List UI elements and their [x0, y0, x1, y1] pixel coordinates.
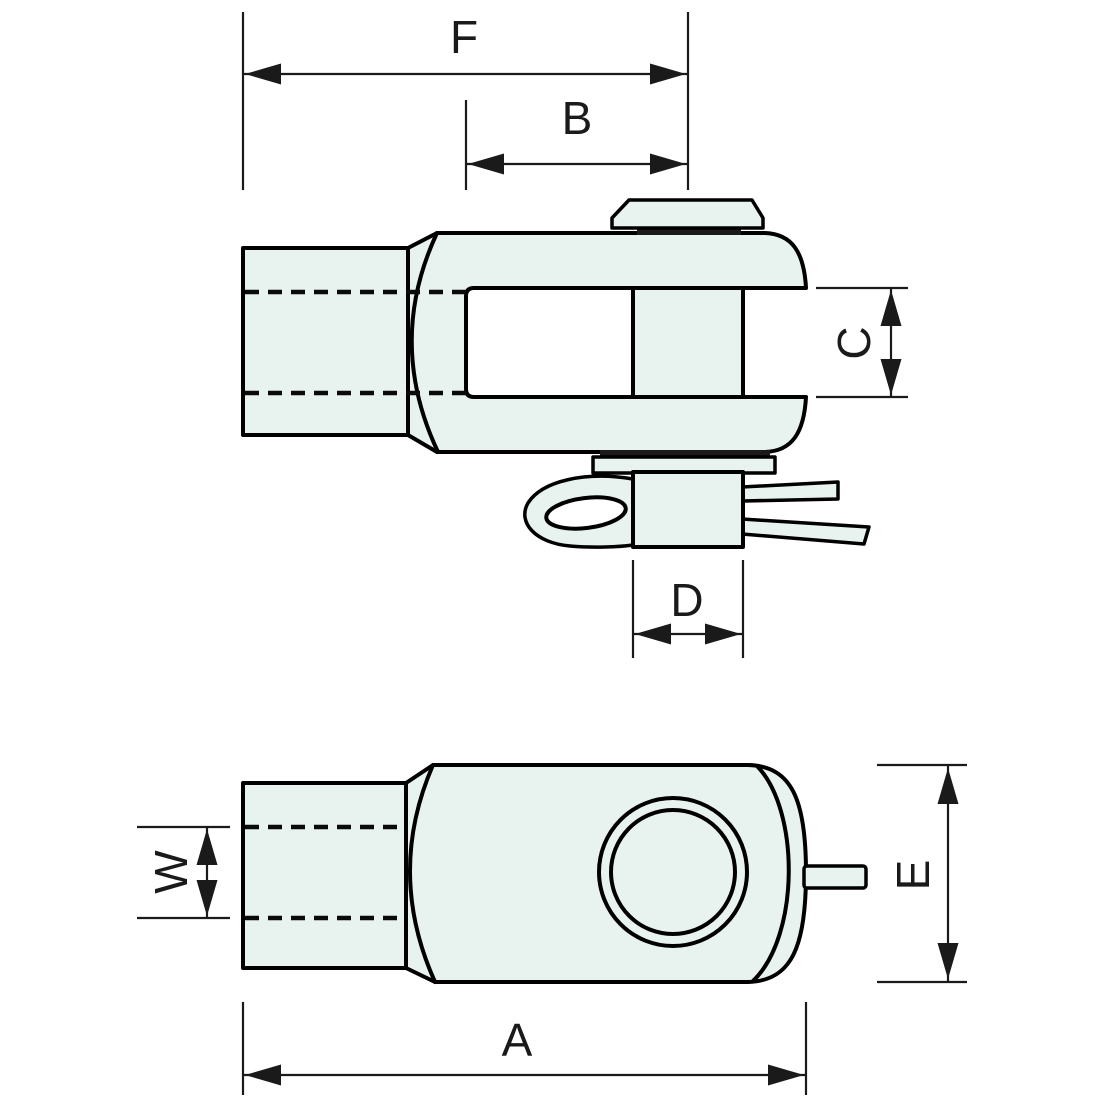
d-arrow-right: [705, 623, 741, 645]
dimensions: F B C D: [137, 11, 967, 1095]
pin-shaft: [631, 286, 745, 399]
c-arrow-top: [880, 290, 902, 326]
shank-plan-view: [241, 781, 408, 970]
e-arrow-bottom: [937, 943, 959, 979]
a-arrow-right: [768, 1064, 804, 1086]
dimension-D: D: [631, 560, 745, 658]
d-arrow-left: [635, 623, 671, 645]
cotter-pin-tip-plan: [802, 864, 868, 890]
plan-right-meridian-arc: [751, 764, 791, 983]
w-arrow-bottom: [196, 880, 218, 916]
dimension-C: C: [816, 286, 908, 399]
f-arrow-left: [245, 63, 281, 85]
washer-shadow: [600, 450, 770, 458]
c-arrow-bottom: [880, 359, 902, 395]
b-arrow-left: [468, 153, 504, 175]
dimension-A: A: [241, 1002, 808, 1095]
plan-left-meridian-arc: [408, 763, 437, 984]
clevis-body-side-view: [406, 231, 808, 454]
pin-lower-end: [631, 470, 745, 549]
dimension-F: F: [241, 11, 690, 190]
dim-label-b: B: [562, 92, 593, 144]
dim-label-f: F: [450, 11, 478, 63]
dim-label-e: E: [887, 860, 939, 891]
dimension-B: B: [464, 92, 688, 190]
cotter-pin-eye-hole: [544, 495, 628, 531]
f-arrow-right: [650, 63, 686, 85]
dimension-E: E: [877, 763, 967, 984]
body-left-meridian-arc: [409, 231, 440, 454]
cotter-pin-leg-upper: [740, 480, 840, 503]
dim-label-c: C: [828, 326, 880, 359]
dim-label-a: A: [502, 1014, 533, 1066]
pin-head: [610, 198, 765, 230]
w-arrow-top: [196, 829, 218, 865]
dim-label-w: W: [145, 850, 197, 894]
dim-label-d: D: [670, 574, 703, 626]
pin-head-inner-circle: [609, 808, 737, 936]
a-arrow-left: [245, 1064, 281, 1086]
e-arrow-top: [937, 768, 959, 804]
pin-neck-shadow: [637, 226, 741, 235]
shank-side-view: [241, 246, 410, 437]
dimension-W: W: [137, 825, 230, 920]
plan-view: [241, 763, 868, 984]
side-view: [241, 198, 871, 549]
b-arrow-right: [650, 153, 686, 175]
cotter-pin-leg-lower: [740, 517, 871, 546]
